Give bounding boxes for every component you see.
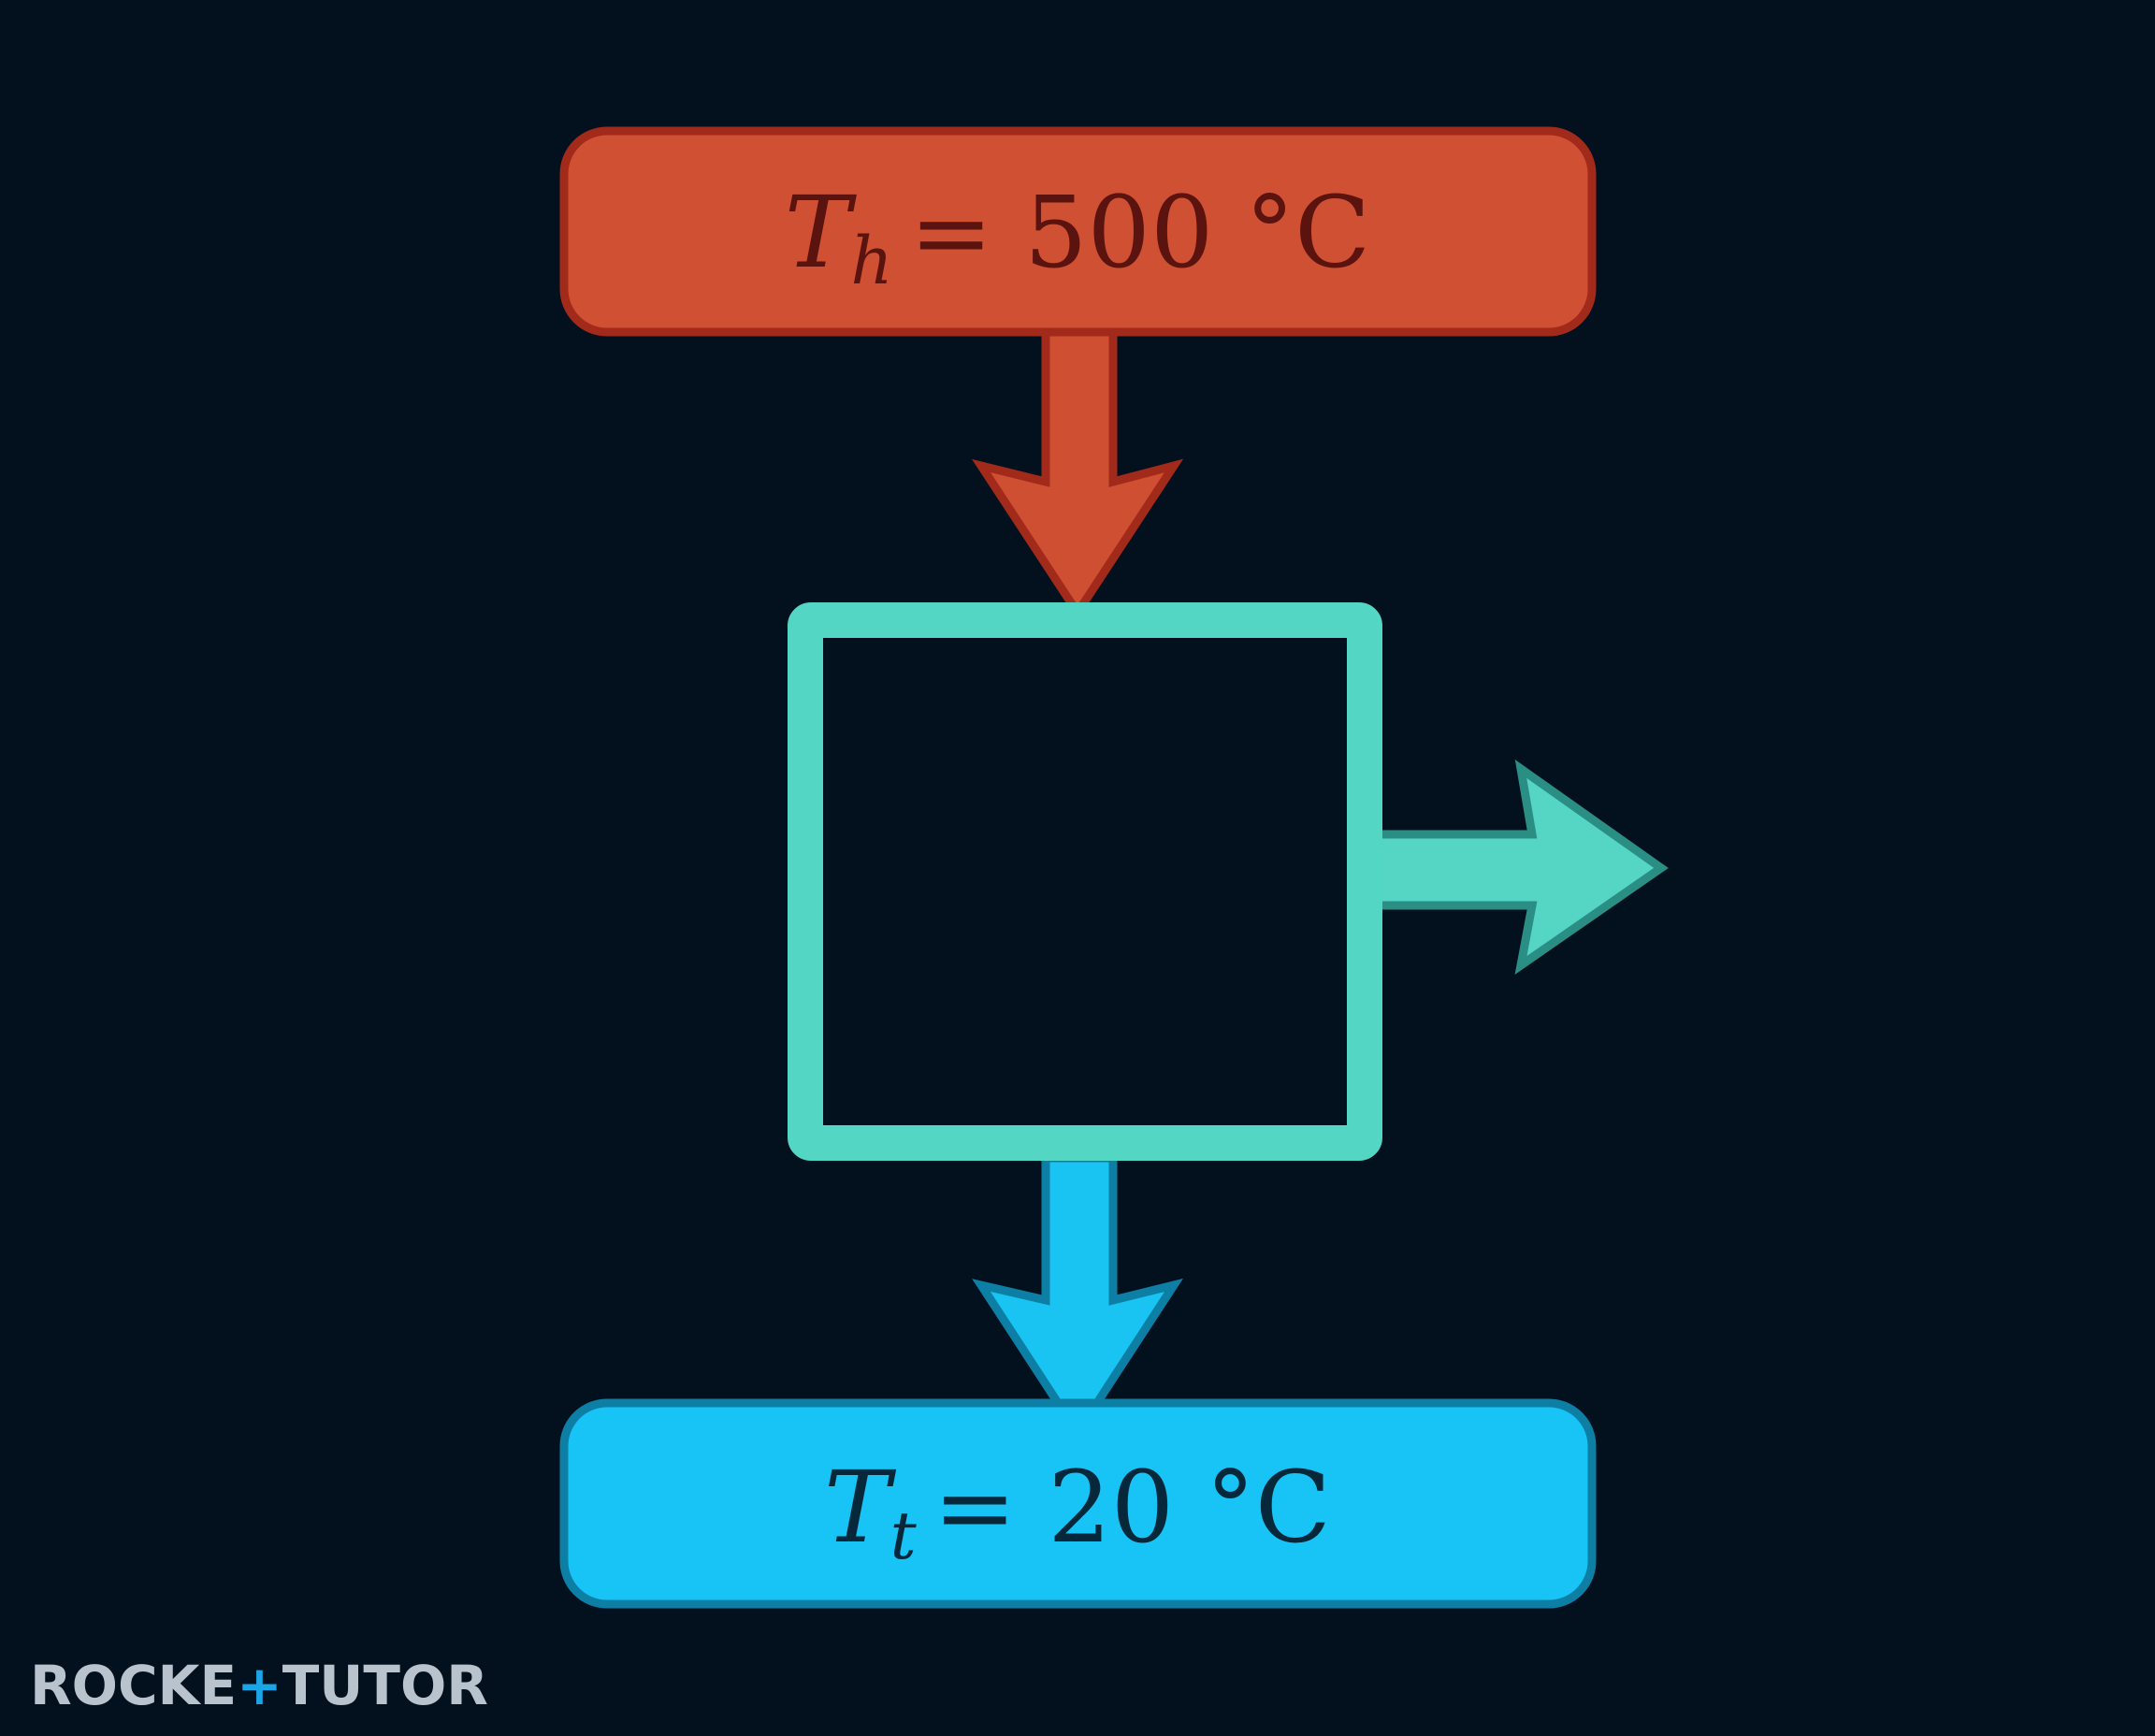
work-output-arrow xyxy=(1363,760,1669,975)
brand-logo-last: R xyxy=(446,1654,488,1717)
brand-logo: ROCKE+TUTOR xyxy=(30,1654,488,1717)
brand-logo-left: ROCKE xyxy=(30,1654,237,1717)
brand-logo-plus: + xyxy=(237,1654,282,1717)
brand-logo-right: TUTO xyxy=(282,1654,447,1717)
svg-text:Tt= 20 °C: Tt= 20 °C xyxy=(824,1450,1331,1574)
hot-reservoir-relation: = 500 °C xyxy=(910,175,1371,290)
hot-reservoir-subscript: h xyxy=(850,223,892,299)
cold-reservoir-symbol: T xyxy=(824,1450,897,1565)
cold-reservoir: Tt= 20 °C xyxy=(559,1398,1597,1609)
hot-reservoir-symbol: T xyxy=(785,175,858,290)
heat-in-arrow xyxy=(971,327,1184,621)
cold-reservoir-subscript: t xyxy=(890,1497,918,1574)
heat-out-arrow xyxy=(972,1153,1183,1441)
hot-reservoir: Th= 500 °C xyxy=(559,126,1597,337)
svg-text:ROCKE+TUTOR: ROCKE+TUTOR xyxy=(30,1654,488,1717)
svg-text:Th= 500 °C: Th= 500 °C xyxy=(785,175,1370,299)
cold-reservoir-relation: = 20 °C xyxy=(933,1450,1331,1565)
engine-box xyxy=(788,602,1382,1161)
